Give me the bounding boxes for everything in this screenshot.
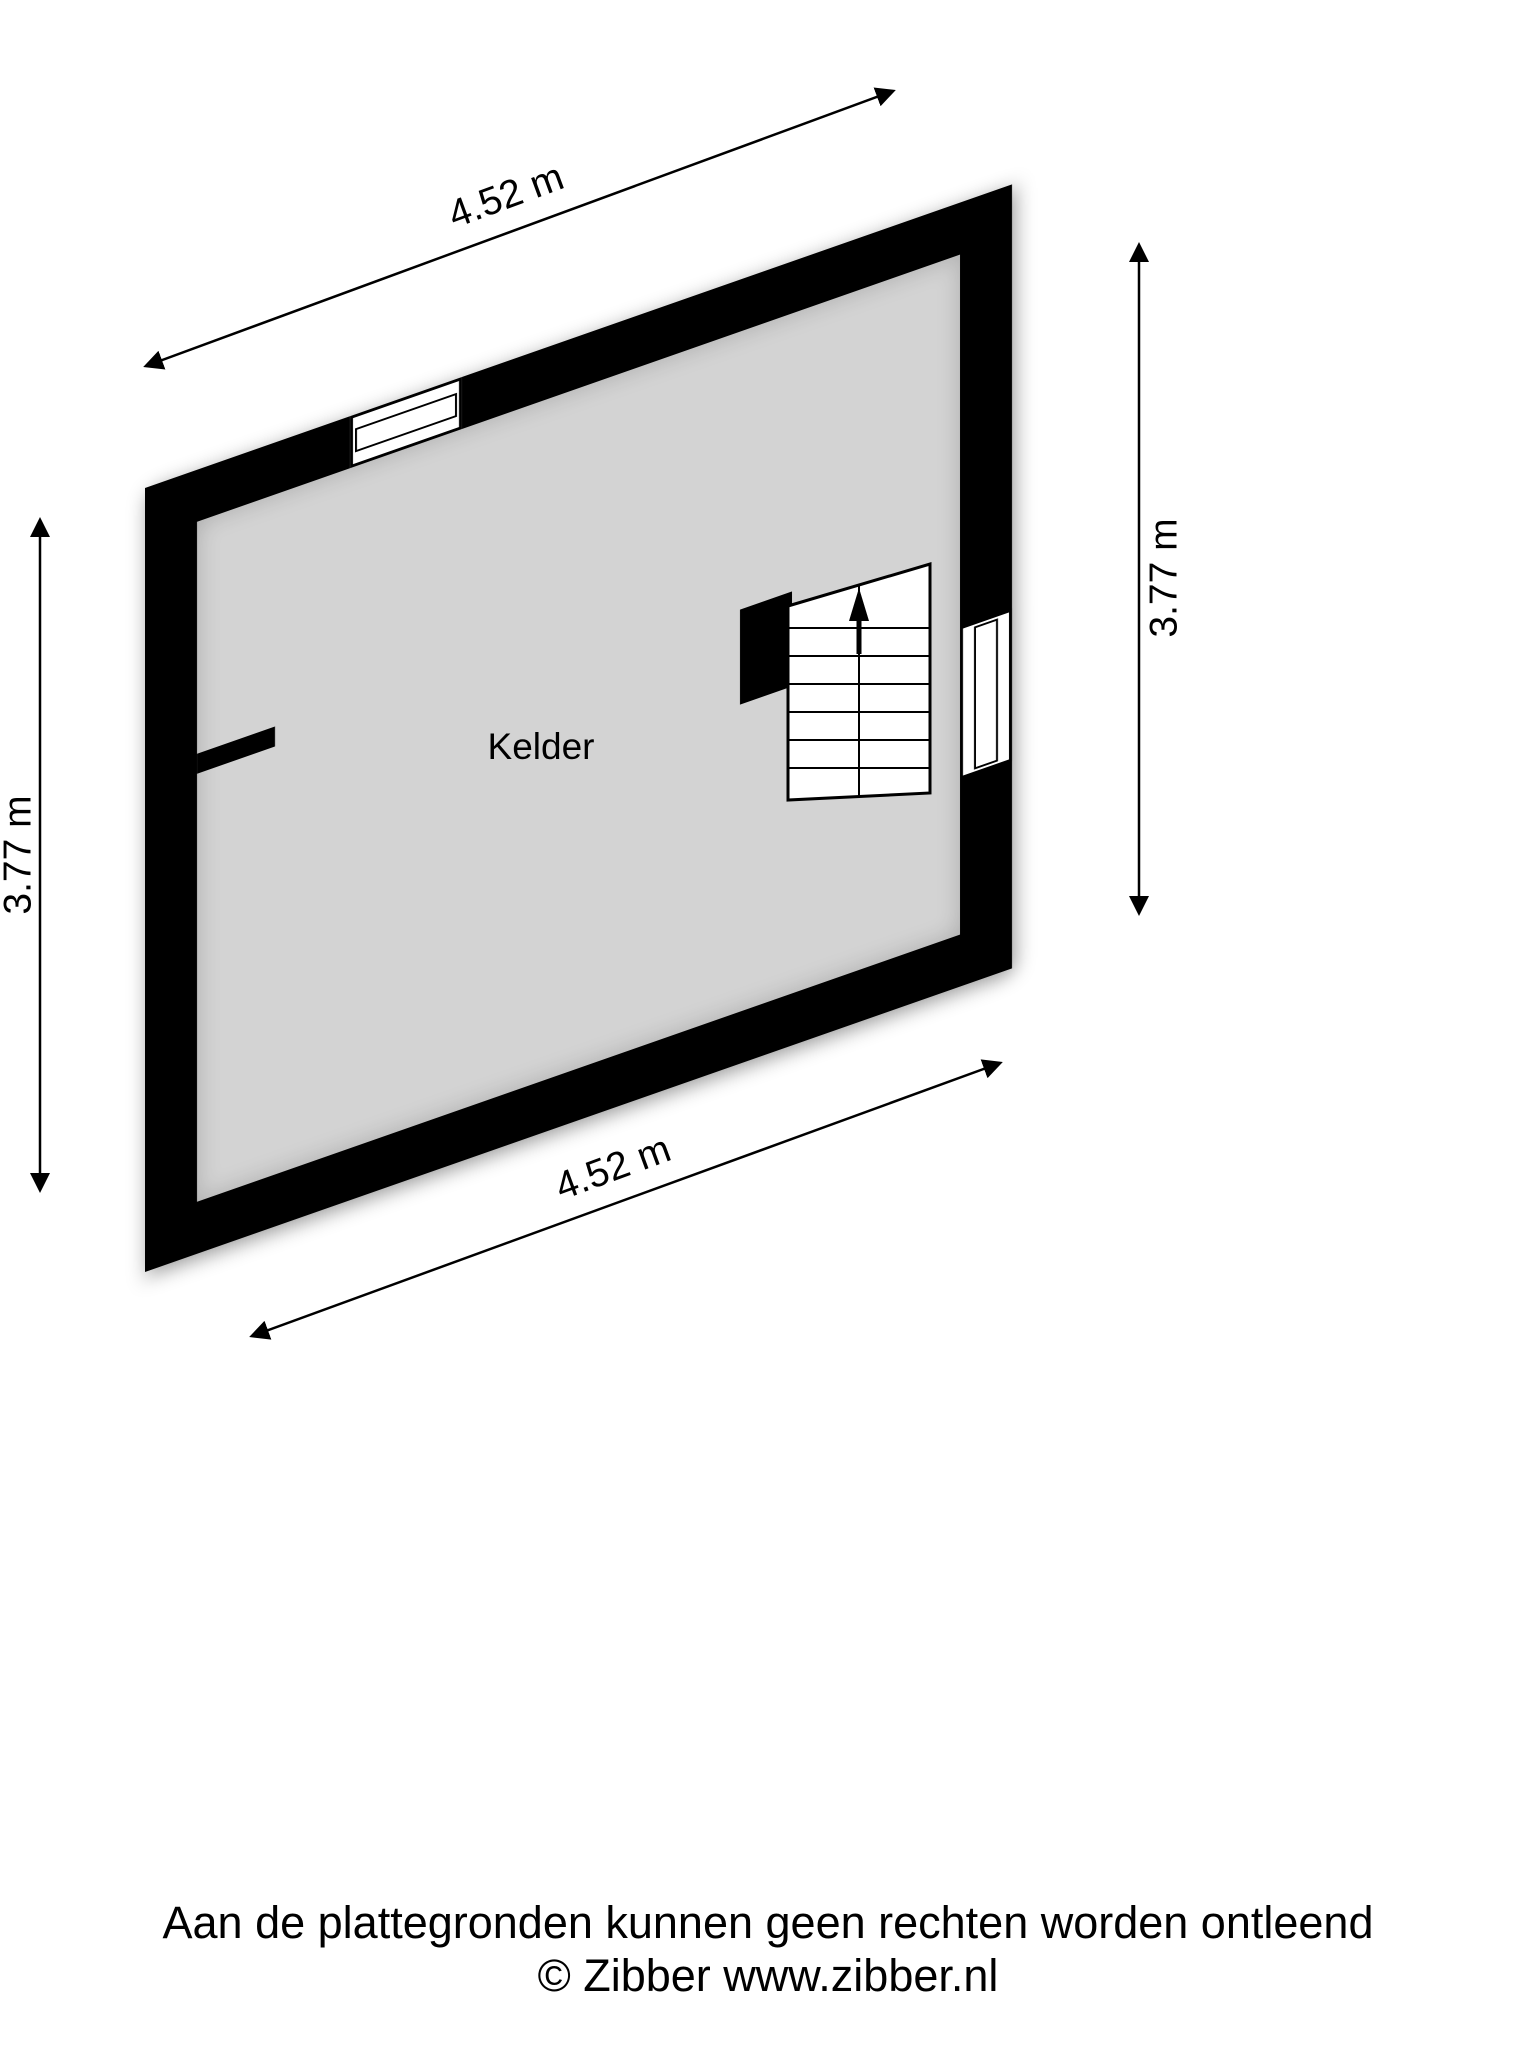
dimension-label-right: 3.77 m (1143, 518, 1186, 637)
dimension-label-left: 3.77 m (0, 795, 40, 914)
dimension-label-top: 4.52 m (443, 155, 570, 237)
footer-disclaimer: Aan de plattegronden kunnen geen rechten… (162, 1897, 1374, 1948)
dimension-label-bottom: 4.52 m (550, 1127, 677, 1209)
window-right-wall (960, 608, 1012, 780)
window-pane-icon (974, 618, 998, 770)
footer: Aan de plattegronden kunnen geen rechten… (0, 1896, 1536, 2002)
dimension-right: 3.77 m (1129, 242, 1186, 916)
footer-credit: © Zibber www.zibber.nl (537, 1950, 999, 2002)
interior-wall-stub-stairs (740, 591, 792, 705)
dimension-left: 3.77 m (0, 517, 50, 1193)
room-label: Kelder (487, 726, 595, 767)
